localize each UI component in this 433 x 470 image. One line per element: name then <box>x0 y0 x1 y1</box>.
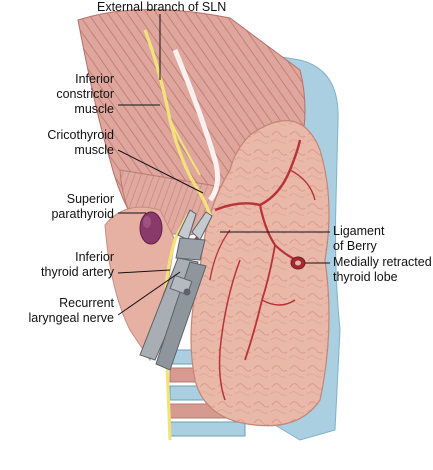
fascia-line <box>172 49 221 202</box>
thyroid-vessels <box>209 139 316 401</box>
label-external-branch-sln: External branch of SLN <box>97 0 227 14</box>
label-superior-parathyroid: Superior parathyroid <box>51 192 114 221</box>
label-medially-retracted-thyroid-lobe: Medially retracted thyroid lobe <box>333 255 432 284</box>
surgical-clamp <box>139 209 213 371</box>
superior-parathyroid-gland <box>139 211 163 245</box>
label-inferior-constrictor-muscle: Inferior constrictor muscle <box>56 72 114 116</box>
label-recurrent-laryngeal-nerve: Recurrent laryngeal nerve <box>28 296 114 325</box>
label-ligament-of-berry: Ligament of Berry <box>333 224 385 253</box>
sln-nerve <box>143 29 212 216</box>
label-inferior-thyroid-artery: Inferior thyroid artery <box>41 250 114 279</box>
sln-nerve-branch <box>169 119 201 176</box>
leader-lines <box>117 14 330 316</box>
label-cricothyroid-muscle: Cricothyroid muscle <box>47 128 114 157</box>
